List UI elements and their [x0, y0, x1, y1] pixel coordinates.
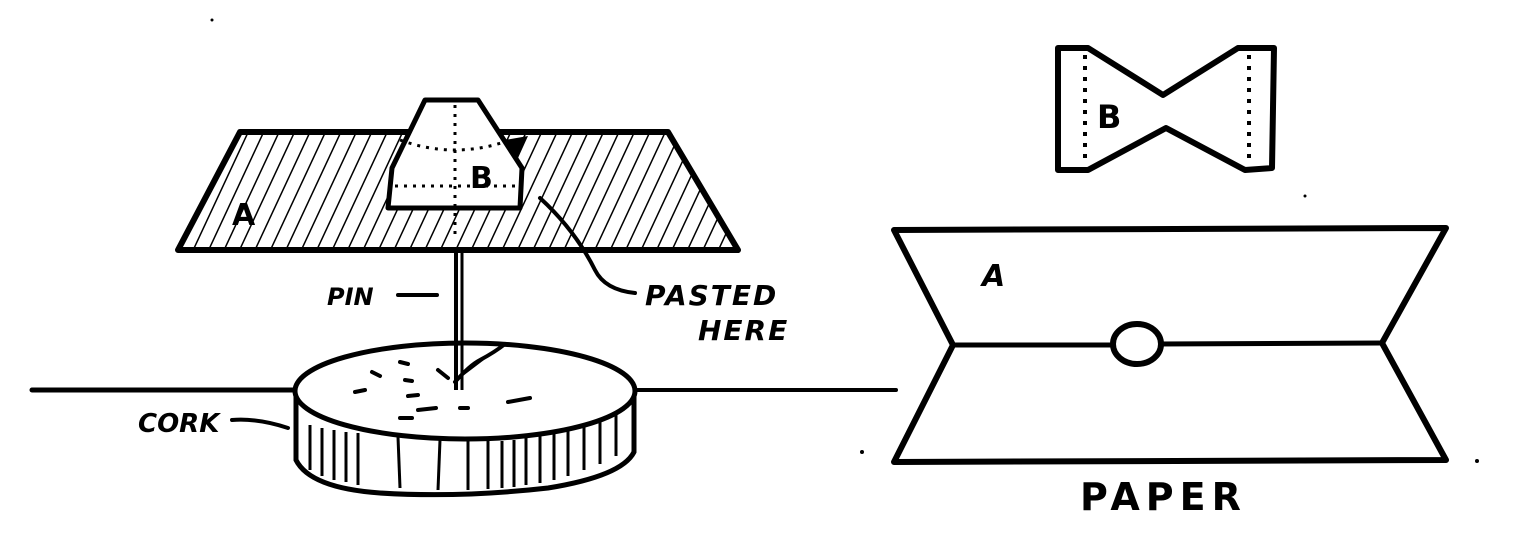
paper-tab-b [385, 97, 528, 240]
cork-illustration [292, 340, 638, 498]
pin-label: PIN [327, 283, 374, 311]
leader-lines [230, 196, 637, 430]
sheet-label-a: A [980, 259, 1005, 294]
here-label: HERE [698, 314, 789, 347]
pasted-label: PASTED [645, 279, 778, 312]
print-specks [210, 18, 1479, 463]
bowtie-piece-b [1055, 45, 1277, 173]
pin-illustration [454, 248, 464, 390]
tab-label-b: B [470, 161, 493, 196]
paper-caption: PAPER [1080, 475, 1247, 519]
plate-label-a: A [232, 198, 256, 233]
bowtie-label-b: B [1097, 98, 1121, 136]
cork-label: CORK [138, 409, 221, 439]
flat-sheet-a [891, 225, 1449, 465]
